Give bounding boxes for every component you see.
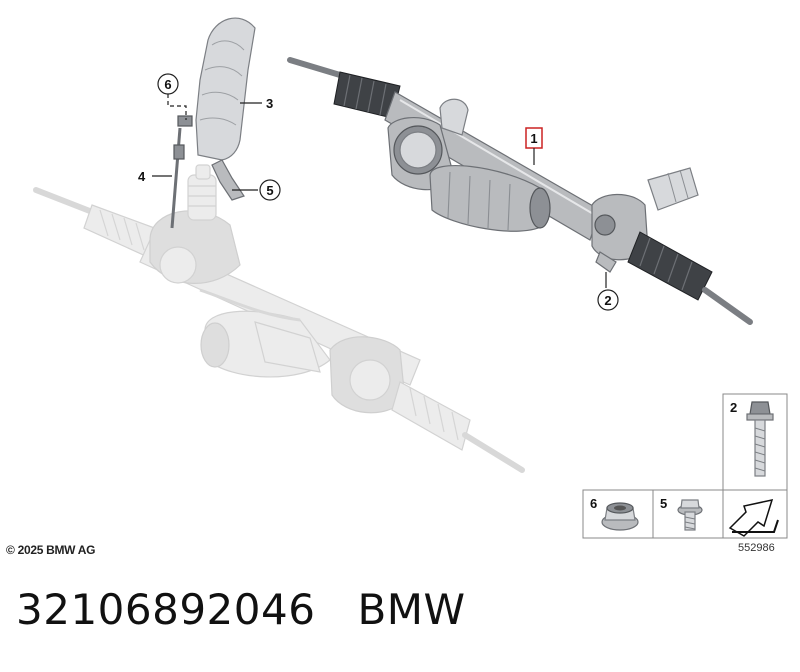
part-number: 32106892046 [16,585,316,634]
parts-table: 2 6 5 [582,393,788,539]
parts-cell-6-label: 6 [590,496,597,511]
callout-6-label: 6 [164,77,171,92]
short-bolt-icon [677,499,703,531]
parts-cell-5-label: 5 [660,496,667,511]
callout-2-label: 2 [604,293,611,308]
diagram-number: 552986 [738,542,775,554]
callout-3-label: 3 [266,96,273,111]
callout-2-circle [597,289,619,311]
location-arrow-icon [728,498,779,537]
parts-diagram: 1 2 3 4 5 6 2 6 [33,17,788,539]
callout-1-label: 1 [530,131,537,146]
mounting-bolt [170,115,193,229]
callout-5-label: 5 [266,183,273,198]
callout-4-label: 4 [138,169,146,184]
parts-cell-2-label: 2 [730,400,737,415]
callout-5-circle [259,179,281,201]
footer-caption: 32106892046 BMW [16,585,466,634]
brand-name: BMW [357,585,466,634]
long-bolt-icon [746,401,774,477]
ghost-steering-rack [33,164,525,473]
steering-rack-assembly [287,57,753,325]
flange-nut-icon [601,502,639,531]
copyright-text: © 2025 BMW AG [6,543,96,557]
